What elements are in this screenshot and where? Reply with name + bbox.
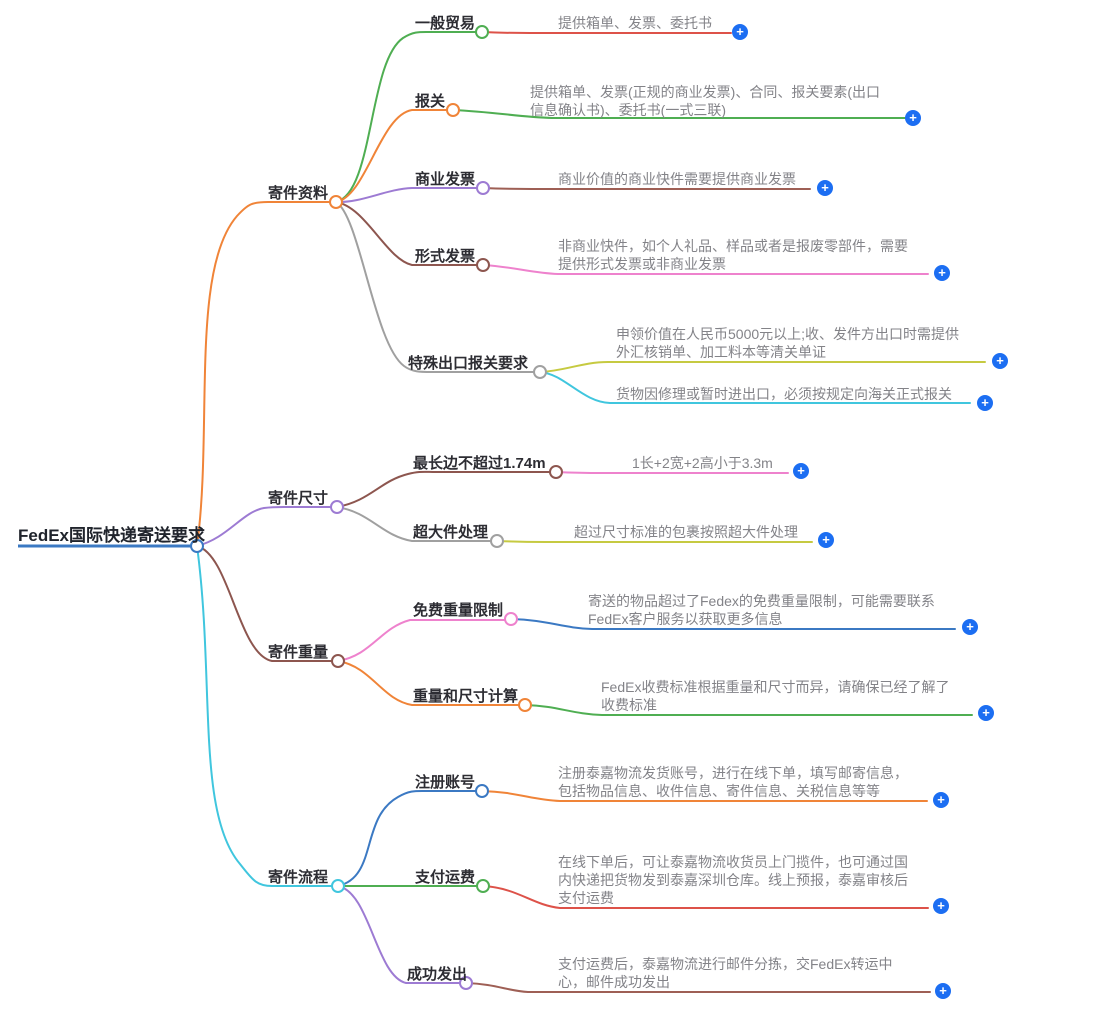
node-dot-process[interactable] <box>331 879 345 893</box>
edge-customs-desc <box>452 109 906 119</box>
expand-button-oversize-icon[interactable]: + <box>818 532 834 548</box>
edge-special-export-desc-a <box>539 361 986 373</box>
node-dot-size[interactable] <box>330 500 344 514</box>
leaf-register-desc[interactable]: 注册泰嘉物流发货账号，进行在线下单，填写邮寄信息， 包括物品信息、收件信息、寄件… <box>558 765 908 799</box>
node-dot-root[interactable] <box>190 539 204 553</box>
edge-general-trade-desc <box>481 31 732 34</box>
leaf-max-length-desc[interactable]: 1长+2宽+2高小于3.3m <box>632 455 773 471</box>
expand-button-register-icon[interactable]: + <box>933 792 949 808</box>
edge-root-weight <box>196 545 339 662</box>
branch-documents-label[interactable]: 寄件资料 <box>268 185 329 202</box>
leaf-customs-desc[interactable]: 提供箱单、发票(正规的商业发票)、合同、报关要素(出口 信息确认书)、委托书(一… <box>530 84 880 118</box>
expand-button-pay-icon[interactable]: + <box>933 898 949 914</box>
node-sent-label[interactable]: 成功发出 <box>407 966 468 983</box>
edge-size-oversize <box>336 506 498 542</box>
edge-process-sent <box>337 885 467 984</box>
branch-weight-label[interactable]: 寄件重量 <box>268 644 329 661</box>
edge-documents-general-trade <box>335 30 483 203</box>
root-node-label[interactable]: FedEx国际快递寄送要求 <box>18 526 206 545</box>
leaf-special-export-desc-b[interactable]: 货物因修理或暂时进出口，必须按规定向海关正式报关 <box>616 386 952 402</box>
leaf-proforma-invoice-desc[interactable]: 非商业快件，如个人礼品、样品或者是报废零部件，需要 提供形式发票或非商业发票 <box>558 238 908 272</box>
leaf-oversize-desc[interactable]: 超过尺寸标准的包裹按照超大件处理 <box>574 524 798 540</box>
node-customs-label[interactable]: 报关 <box>415 93 446 110</box>
leaf-calculation-desc[interactable]: FedEx收费标准根据重量和尺寸而异，请确保已经了解了 收费标准 <box>601 679 950 713</box>
branch-process-label[interactable]: 寄件流程 <box>268 869 329 886</box>
node-dot-register[interactable] <box>475 784 489 798</box>
expand-button-free-limit-icon[interactable]: + <box>962 619 978 635</box>
leaf-sent-desc[interactable]: 支付运费后，泰嘉物流进行邮件分拣，交FedEx转运中 心，邮件成功发出 <box>558 956 893 990</box>
expand-button-customs-icon[interactable]: + <box>905 110 921 126</box>
node-max-length-label[interactable]: 最长边不超过1.74m <box>413 455 546 472</box>
expand-button-commercial-invoice-icon[interactable]: + <box>817 180 833 196</box>
expand-button-special-export-b-icon[interactable]: + <box>977 395 993 411</box>
node-dot-commercial-invoice[interactable] <box>476 181 490 195</box>
node-dot-calculation[interactable] <box>518 698 532 712</box>
edge-sent-desc <box>465 982 931 993</box>
node-free-limit-label[interactable]: 免费重量限制 <box>413 602 504 619</box>
edge-process-register <box>337 789 483 887</box>
node-dot-sent[interactable] <box>459 976 473 990</box>
branch-size-label[interactable]: 寄件尺寸 <box>268 490 329 507</box>
node-dot-documents[interactable] <box>329 195 343 209</box>
edge-free-limit-desc <box>510 618 956 630</box>
edge-calculation-desc <box>524 704 973 716</box>
node-calculation-label[interactable]: 重量和尺寸计算 <box>413 688 519 705</box>
node-oversize-label[interactable]: 超大件处理 <box>413 524 489 541</box>
node-dot-free-limit[interactable] <box>504 612 518 626</box>
node-special-export-label[interactable]: 特殊出口报关要求 <box>408 355 529 372</box>
edge-size-max-length <box>336 470 557 508</box>
node-dot-oversize[interactable] <box>490 534 504 548</box>
edge-weight-free-limit <box>337 619 512 662</box>
edge-documents-customs <box>335 109 454 203</box>
edge-pay-desc <box>482 885 929 909</box>
node-dot-pay[interactable] <box>476 879 490 893</box>
edge-max-length-desc <box>555 471 789 474</box>
leaf-commercial-invoice-desc[interactable]: 商业价值的商业快件需要提供商业发票 <box>558 171 796 187</box>
node-commercial-invoice-label[interactable]: 商业发票 <box>415 171 476 188</box>
edge-oversize-desc <box>496 540 813 543</box>
edge-special-export-desc-b <box>539 371 971 404</box>
node-dot-max-length[interactable] <box>549 465 563 479</box>
edge-register-desc <box>481 790 928 802</box>
edge-commercial-invoice-desc <box>482 187 811 190</box>
node-pay-label[interactable]: 支付运费 <box>415 869 476 886</box>
node-dot-general-trade[interactable] <box>475 25 489 39</box>
edge-documents-proforma-invoice <box>335 201 484 266</box>
node-dot-customs[interactable] <box>446 103 460 117</box>
expand-button-max-length-icon[interactable]: + <box>793 463 809 479</box>
node-dot-proforma-invoice[interactable] <box>476 258 490 272</box>
node-proforma-invoice-label[interactable]: 形式发票 <box>415 248 476 265</box>
expand-button-general-trade-icon[interactable]: + <box>732 24 748 40</box>
node-dot-special-export[interactable] <box>533 365 547 379</box>
node-register-label[interactable]: 注册账号 <box>415 774 476 791</box>
edge-documents-commercial-invoice <box>335 187 484 204</box>
leaf-pay-desc[interactable]: 在线下单后，可让泰嘉物流收货员上门揽件，也可通过国 内快递把货物发到泰嘉深圳仓库… <box>558 854 908 906</box>
expand-button-special-export-a-icon[interactable]: + <box>992 353 1008 369</box>
edge-root-size <box>196 506 338 547</box>
leaf-free-limit-desc[interactable]: 寄送的物品超过了Fedex的免费重量限制，可能需要联系 FedEx客户服务以获取… <box>588 593 935 627</box>
expand-button-calculation-icon[interactable]: + <box>978 705 994 721</box>
node-dot-weight[interactable] <box>331 654 345 668</box>
edge-documents-special-export <box>335 201 541 373</box>
edge-root-process <box>196 545 339 887</box>
expand-button-proforma-invoice-icon[interactable]: + <box>934 265 950 281</box>
edge-root-documents <box>196 201 337 547</box>
edge-weight-calculation <box>337 660 526 706</box>
leaf-general-trade-desc[interactable]: 提供箱单、发票、委托书 <box>558 15 712 31</box>
expand-button-sent-icon[interactable]: + <box>935 983 951 999</box>
edge-proforma-invoice-desc <box>482 264 929 275</box>
node-general-trade-label[interactable]: 一般贸易 <box>415 15 476 32</box>
leaf-special-export-desc-a[interactable]: 申领价值在人民币5000元以上;收、发件方出口时需提供 外汇核销单、加工料本等清… <box>616 326 960 360</box>
